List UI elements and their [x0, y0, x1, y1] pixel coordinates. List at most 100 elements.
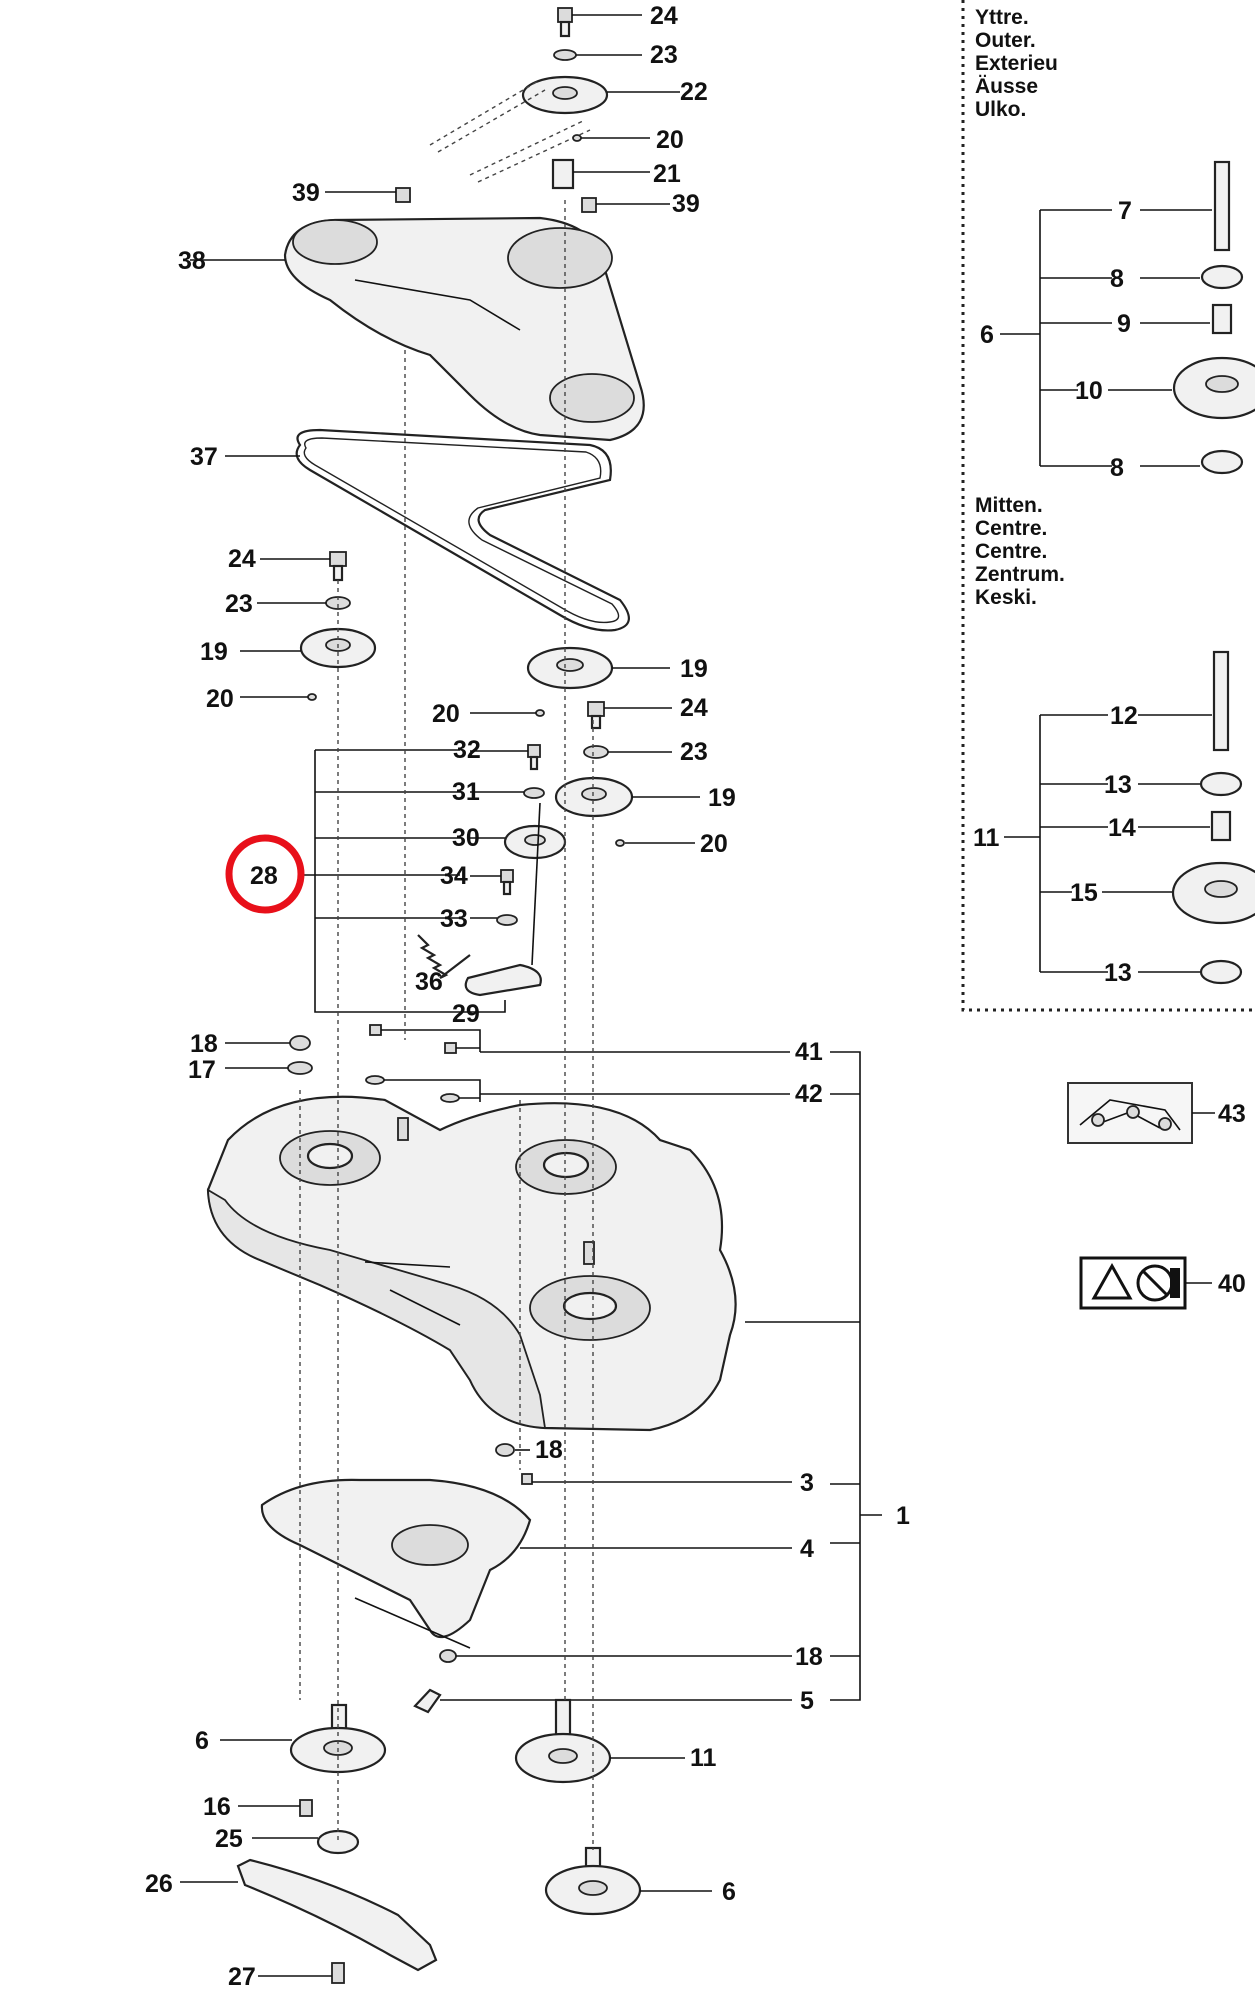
callout-41: 41	[795, 1038, 823, 1066]
screw-39-left	[395, 187, 411, 203]
svg-text:Ulko.: Ulko.	[975, 98, 1026, 121]
callout-30: 30	[452, 824, 480, 852]
callout-16: 16	[203, 1793, 231, 1821]
callout-20-left: 20	[206, 685, 234, 713]
callout-7: 7	[1118, 197, 1132, 225]
svg-text:Centre.: Centre.	[975, 540, 1047, 563]
belt-37	[295, 428, 630, 632]
bolt-32	[527, 744, 541, 758]
callout-21: 21	[653, 160, 681, 188]
callout-23-top: 23	[650, 41, 678, 69]
callout-11: 11	[690, 1744, 717, 1772]
spacer-14	[1210, 810, 1232, 842]
detail-frame	[961, 0, 1255, 1012]
callout-17: 17	[188, 1056, 216, 1084]
callout-32: 32	[453, 736, 481, 764]
washer-33	[496, 914, 518, 926]
spindle-6-right	[544, 1846, 642, 1916]
bolt-24-right	[587, 701, 605, 717]
svg-text:Zentrum.: Zentrum.	[975, 563, 1065, 586]
highlight-circle-28	[225, 834, 305, 914]
callout-1: 1	[896, 1502, 910, 1530]
callout-31: 31	[452, 778, 480, 806]
callout-29: 29	[452, 1000, 480, 1028]
callout-6-left: 6	[195, 1727, 209, 1755]
callout-20-top: 20	[656, 126, 684, 154]
callout-26: 26	[145, 1870, 173, 1898]
callout-11-detail: 11	[973, 824, 1000, 852]
spindle-11	[514, 1698, 612, 1784]
legend-centre: Mitten. Centre. Centre. Zentrum. Keski.	[975, 494, 1065, 609]
callout-33: 33	[440, 905, 468, 933]
belt-strand-lower	[469, 119, 591, 183]
callout-18-left: 18	[190, 1030, 218, 1058]
callout-8-bottom: 8	[1110, 454, 1124, 482]
callout-20-right: 20	[700, 830, 728, 858]
callout-23-left: 23	[225, 590, 253, 618]
callout-40: 40	[1218, 1270, 1246, 1298]
spacer-9	[1211, 303, 1233, 335]
callout-6-right: 6	[722, 1878, 736, 1906]
callout-4: 4	[800, 1535, 814, 1563]
callout-43: 43	[1218, 1100, 1246, 1128]
bolt-27	[331, 1962, 345, 1984]
pulley-19-upper-right	[526, 646, 614, 690]
pin-20-right	[615, 839, 625, 847]
washer-23-top	[553, 49, 577, 61]
bolt-24-left	[329, 551, 347, 567]
nut-18-lower	[439, 1649, 457, 1663]
callout-28: 28	[250, 862, 278, 890]
callout-13-bottom: 13	[1104, 959, 1132, 987]
callout-38: 38	[178, 247, 206, 275]
tension-arm-29	[464, 963, 542, 997]
svg-text:Exterieu: Exterieu	[975, 52, 1058, 75]
callout-39-right: 39	[672, 190, 700, 218]
bearing-8-top	[1200, 264, 1244, 290]
washer-23-right	[583, 745, 609, 759]
callout-8-top: 8	[1110, 265, 1124, 293]
shaft-12	[1212, 650, 1230, 752]
callout-23-right: 23	[680, 738, 708, 766]
pulley-30	[503, 824, 567, 860]
belt-strand-upper	[429, 79, 546, 153]
pin-20-top	[572, 134, 582, 142]
callout-24-top: 24	[650, 2, 678, 30]
callout-27: 27	[228, 1963, 256, 1991]
callout-5: 5	[800, 1687, 814, 1715]
cotter-5	[413, 1688, 442, 1714]
bearing-13-top	[1199, 771, 1243, 797]
bolt-3	[521, 1473, 533, 1485]
callout-14: 14	[1108, 814, 1136, 842]
belt-cover-38	[283, 216, 645, 442]
bearing-8-bottom	[1200, 449, 1244, 475]
pulley-19-lower-right	[554, 776, 634, 818]
pin-20-left	[307, 693, 317, 701]
bearing-25	[316, 1829, 360, 1855]
blade-26	[236, 1858, 438, 1972]
callout-15: 15	[1070, 879, 1098, 907]
washer-42-b	[440, 1093, 460, 1103]
callout-19-left: 19	[200, 638, 228, 666]
warning-label-40	[1079, 1256, 1187, 1310]
pin-20-mid	[535, 709, 545, 717]
svg-text:Keski.: Keski.	[975, 586, 1037, 609]
mower-deck-1	[206, 1095, 737, 1432]
pulley-22	[521, 75, 609, 115]
callout-36: 36	[415, 968, 443, 996]
callout-9: 9	[1117, 310, 1131, 338]
callout-25: 25	[215, 1825, 243, 1853]
callout-24-right: 24	[680, 694, 708, 722]
callout-22: 22	[680, 78, 708, 106]
callout-19-upper-right: 19	[680, 655, 708, 683]
legend-outer: Yttre. Outer. Exterieu Äusse Ulko.	[975, 6, 1058, 121]
svg-text:Yttre.: Yttre.	[975, 6, 1029, 29]
screw-39-right	[581, 197, 597, 213]
bearing-13-bottom	[1199, 959, 1243, 985]
nut-18-deck	[495, 1443, 515, 1457]
brace-4	[260, 1478, 532, 1639]
svg-text:Äusse: Äusse	[975, 75, 1038, 98]
bushing-21	[551, 158, 575, 190]
callout-42: 42	[795, 1080, 823, 1108]
callout-12: 12	[1110, 702, 1138, 730]
